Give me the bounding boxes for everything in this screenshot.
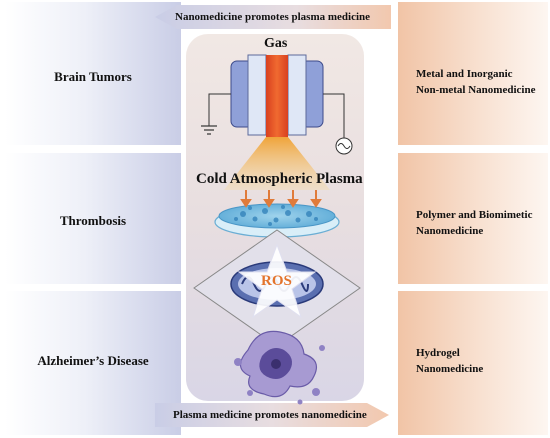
right-label-hydrogel-line2: Nanomedicine <box>416 363 484 375</box>
right-label-hydrogel: Hydrogel Nanomedicine <box>416 345 542 377</box>
right-panel-3: Hydrogel Nanomedicine <box>398 291 548 435</box>
right-panel-1: Metal and Inorganic Non-metal Nanomedici… <box>398 2 548 145</box>
ros-label: ROS <box>261 273 292 289</box>
right-label-hydrogel-line1: Hydrogel <box>416 347 460 359</box>
left-panel-2: Thrombosis <box>5 153 181 284</box>
left-label-thrombosis: Thrombosis <box>59 213 127 228</box>
plasma-label: Cold Atmospheric Plasma <box>196 171 363 187</box>
left-label-brain-tumors: Brain Tumors <box>54 69 132 84</box>
top-arrow: Nanomedicine promotes plasma medicine <box>155 5 391 29</box>
right-label-polymer-line2: Nanomedicine <box>416 225 484 237</box>
right-label-polymer: Polymer and Biomimetic Nanomedicine <box>416 207 542 239</box>
petri-dish-icon <box>214 203 340 238</box>
ros-star-icon <box>237 243 317 319</box>
right-label-metal-line1: Metal and Inorganic <box>416 68 513 80</box>
bottom-arrow: Plasma medicine promotes nanomedicine <box>155 403 389 427</box>
gas-label: Gas <box>264 36 288 51</box>
left-label-alzheimers: Alzheimer’s Disease <box>37 353 149 368</box>
right-label-polymer-line1: Polymer and Biomimetic <box>416 209 533 221</box>
neuron-cluster-icon <box>234 330 325 405</box>
left-panel-1: Brain Tumors <box>5 2 181 145</box>
plasma-device-icon <box>201 54 353 155</box>
right-label-metal: Metal and Inorganic Non-metal Nanomedici… <box>416 66 542 98</box>
ros-arrows <box>240 190 322 208</box>
plasma-beam <box>224 137 330 190</box>
right-label-metal-line2: Non-metal Nanomedicine <box>416 84 536 96</box>
left-panel-3: Alzheimer’s Disease <box>5 291 181 435</box>
right-panel-2: Polymer and Biomimetic Nanomedicine <box>398 153 548 284</box>
